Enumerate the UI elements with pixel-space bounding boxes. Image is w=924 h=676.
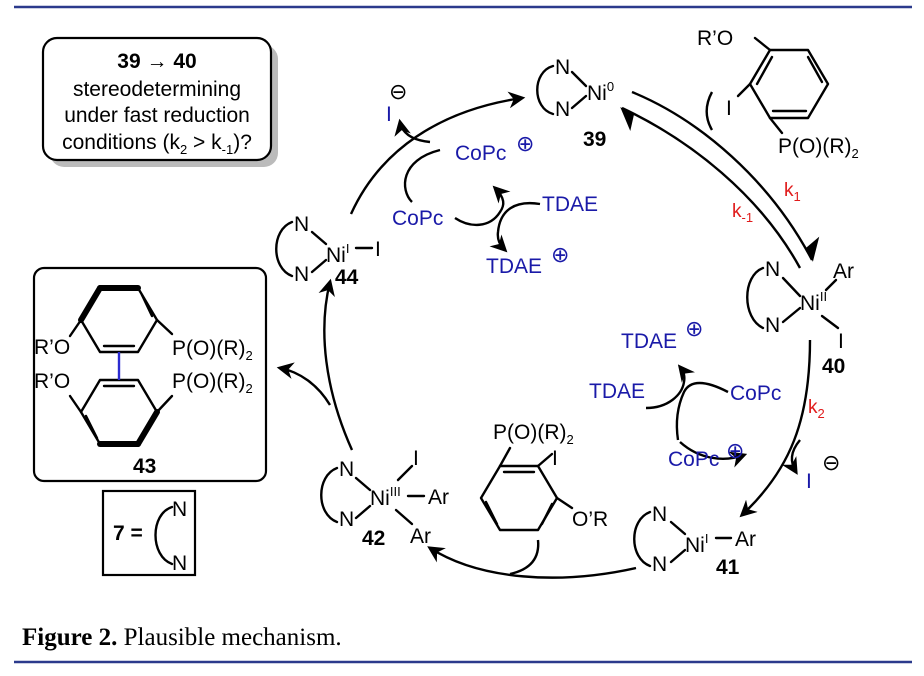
svg-text:TDAE: TDAE	[589, 380, 645, 403]
svg-text:R’O: R’O	[34, 336, 70, 359]
svg-text:Ar: Ar	[833, 260, 854, 283]
compound-39-label: 39	[583, 128, 606, 151]
figure-caption: Figure 2. Plausible mechanism.	[22, 624, 342, 651]
compound-42: N N NiIII I Ar Ar 42	[320, 447, 449, 550]
svg-text:⊕: ⊕	[685, 316, 703, 341]
svg-text:7 =: 7 =	[113, 522, 143, 545]
svg-text:Ar: Ar	[428, 486, 449, 509]
compound-44-label: 44	[335, 266, 359, 289]
svg-text:R’O: R’O	[34, 370, 70, 393]
svg-text:Ni0: Ni0	[587, 79, 614, 105]
lower-redox-cycle	[645, 364, 748, 468]
svg-text:TDAE: TDAE	[486, 255, 542, 278]
svg-text:N: N	[294, 213, 309, 236]
svg-text:N: N	[555, 56, 570, 79]
svg-text:⊖: ⊖	[822, 450, 840, 475]
svg-text:⊕: ⊕	[726, 438, 744, 463]
callout-box: 39 → 40 stereodetermining under fast red…	[41, 36, 278, 167]
catalytic-cycle	[276, 90, 820, 579]
svg-text:TDAE: TDAE	[542, 193, 598, 216]
compound-40: N N NiII Ar I 40	[746, 258, 854, 378]
svg-text:NiIII: NiIII	[370, 484, 401, 510]
svg-text:⊕: ⊕	[516, 131, 534, 156]
compound-44: N N NiI I 44	[275, 213, 381, 289]
svg-text:P(O)(R)2: P(O)(R)2	[172, 370, 253, 396]
svg-text:N: N	[652, 503, 667, 526]
svg-text:N: N	[172, 498, 187, 521]
substrate-top: R’O I P(O)(R)2	[697, 27, 859, 161]
svg-text:P(O)(R)2: P(O)(R)2	[778, 135, 859, 161]
svg-text:I: I	[726, 97, 732, 120]
callout-line1: 39 → 40	[117, 50, 196, 73]
svg-text:N: N	[555, 98, 570, 121]
svg-text:N: N	[765, 314, 780, 337]
svg-text:CoPc: CoPc	[455, 142, 506, 165]
svg-text:N: N	[339, 458, 354, 481]
svg-text:CoPc: CoPc	[392, 207, 443, 230]
svg-text:⊕: ⊕	[551, 242, 569, 267]
callout-line3: under fast reduction	[64, 104, 250, 127]
compound-42-label: 42	[362, 527, 385, 550]
svg-text:Ar: Ar	[410, 525, 431, 548]
svg-text:I: I	[375, 238, 381, 261]
compound-41-label: 41	[716, 556, 740, 579]
callout-line2: stereodetermining	[73, 78, 241, 101]
svg-text:CoPc: CoPc	[668, 448, 719, 471]
svg-text:N: N	[765, 258, 780, 281]
svg-text:I: I	[552, 447, 558, 470]
svg-text:N: N	[652, 553, 667, 576]
svg-text:⊖: ⊖	[389, 79, 407, 104]
k-1-label: k-1	[732, 201, 753, 225]
svg-text:NiII: NiII	[800, 289, 827, 315]
callout-line4: conditions (k2 > k-1)?	[62, 131, 252, 157]
svg-text:NiI: NiI	[685, 531, 708, 557]
compound-39: N N Ni0 39	[536, 56, 614, 151]
svg-text:O’R: O’R	[572, 508, 608, 531]
compound-43-label: 43	[133, 455, 156, 478]
compound-40-label: 40	[822, 355, 845, 378]
svg-text:P(O)(R)2: P(O)(R)2	[172, 337, 253, 363]
svg-text:N: N	[294, 263, 309, 286]
svg-text:Ar: Ar	[735, 528, 756, 551]
svg-text:R’O: R’O	[697, 27, 733, 50]
product-43-box: R’O P(O)(R)2 R’O P(O)(R)2 43	[32, 266, 268, 483]
svg-text:CoPc: CoPc	[730, 382, 781, 405]
k2-label: k2	[808, 397, 825, 421]
lower-reagents: TDAE ⊕ TDAE CoPc CoPc ⊕ I ⊖	[589, 316, 840, 493]
svg-text:N: N	[339, 508, 354, 531]
svg-text:I: I	[386, 103, 392, 126]
substrate-bottom: P(O)(R)2 I O’R	[479, 421, 608, 532]
svg-text:I: I	[413, 447, 419, 470]
svg-text:I: I	[806, 470, 812, 493]
svg-text:TDAE: TDAE	[621, 330, 677, 353]
svg-text:I: I	[838, 330, 844, 353]
k1-label: k1	[784, 180, 801, 204]
compound-41: N N NiI Ar 41	[633, 503, 756, 579]
ligand-legend-box: 7 = N N	[101, 489, 197, 577]
upper-redox-cycle	[403, 148, 541, 253]
upper-reagents: I ⊖ CoPc ⊕ CoPc TDAE TDAE ⊕	[386, 79, 598, 278]
svg-text:P(O)(R)2: P(O)(R)2	[493, 421, 574, 447]
svg-text:NiI: NiI	[326, 241, 349, 267]
svg-text:N: N	[172, 552, 187, 575]
